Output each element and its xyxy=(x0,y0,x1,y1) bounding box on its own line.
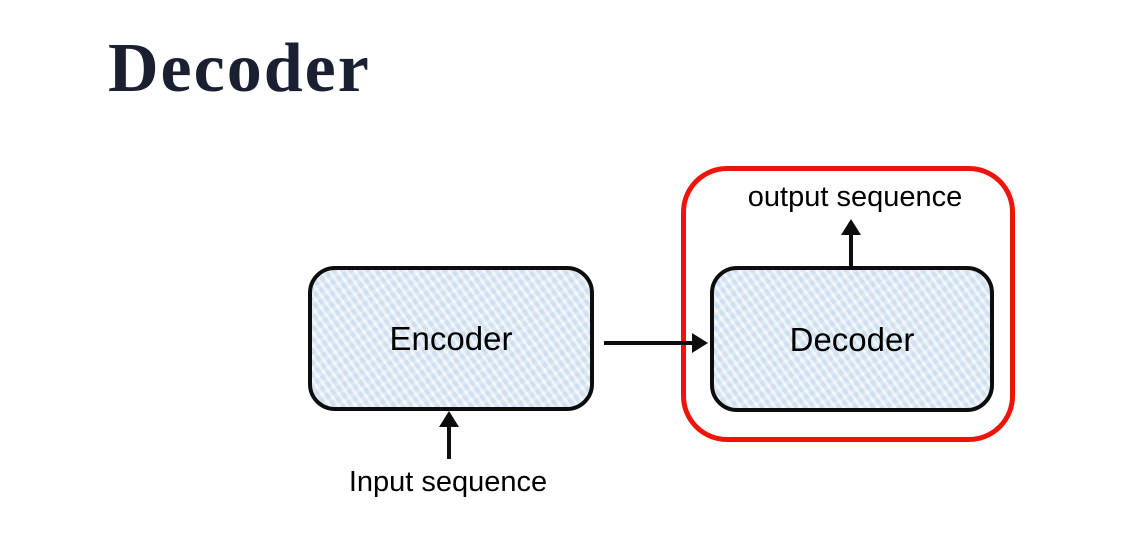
encoder-label: Encoder xyxy=(389,320,513,357)
arrow-right-head-icon xyxy=(692,333,708,353)
output-sequence-label: output sequence xyxy=(747,181,963,213)
decoder-highlight-outline xyxy=(681,166,1015,442)
decoder-box: Decoder xyxy=(710,266,994,412)
encoder-box: Encoder xyxy=(308,266,594,411)
arrow-shaft xyxy=(604,341,694,345)
page-title: Decoder xyxy=(108,30,371,107)
arrow-up-head-icon xyxy=(439,411,459,427)
arrow-shaft xyxy=(447,425,451,459)
arrow-shaft xyxy=(849,233,853,267)
input-sequence-label: Input sequence xyxy=(348,466,548,498)
encoder-to-decoder-arrow xyxy=(604,333,710,353)
input-to-encoder-arrow xyxy=(439,411,459,459)
decoder-label: Decoder xyxy=(789,320,915,358)
decoder-to-output-arrow xyxy=(841,219,861,268)
arrow-up-head-icon xyxy=(841,219,861,235)
